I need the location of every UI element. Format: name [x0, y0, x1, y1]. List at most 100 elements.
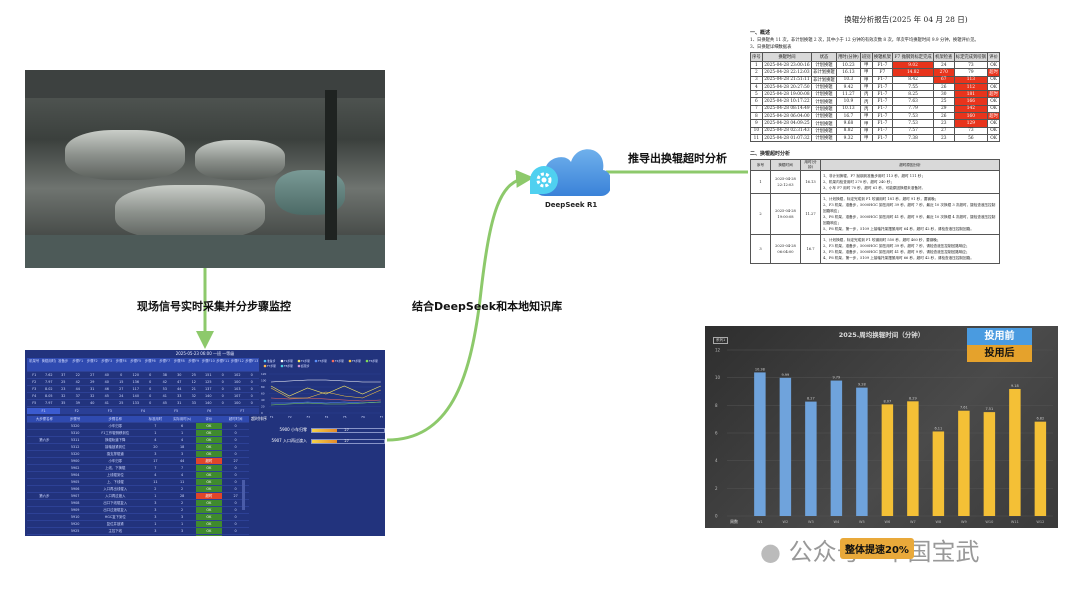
timeout-bar-fill [312, 428, 338, 432]
table-cell: 45 [157, 400, 172, 407]
tab-F7[interactable]: F7 [240, 409, 245, 413]
table-cell: 5311 [61, 437, 89, 444]
table-cell: 29 [933, 104, 955, 114]
table-cell: 31 [172, 400, 187, 407]
table-cell: 40 [85, 400, 100, 407]
tab-F4[interactable]: F4 [140, 409, 146, 413]
table-cell: 丙 [859, 97, 873, 106]
table-cell: 112 [953, 82, 989, 92]
data-label: 8.27 [807, 397, 815, 401]
bar [754, 372, 766, 516]
legend-label: F6步骤 [369, 359, 378, 363]
table-cell: 25 [114, 400, 129, 407]
table-cell: 换辊轨道下降 [88, 437, 142, 444]
table-cell: 3 [142, 500, 169, 507]
table-cell: 39 [70, 400, 85, 407]
table-cell: 160 [953, 112, 989, 121]
table-cell: 10.3 [835, 75, 861, 84]
table-cell: 7.63 [892, 97, 935, 106]
tab-F5[interactable]: F5 [174, 409, 179, 413]
x-tick: F5 [343, 415, 347, 418]
series-line [270, 379, 381, 383]
y-tick-label: 6 [715, 431, 718, 436]
column-header: 步骤F13 [244, 358, 259, 372]
table-cell: OK [195, 486, 223, 493]
frame-step-table: 机架号换辊用时(分)准备步步骤F1步骤F2步骤F3步骤F4步骤F5步骤F6步骤F… [27, 358, 259, 407]
table-cell: 53 [157, 386, 172, 393]
table-cell: 7.53 [892, 112, 935, 121]
data-label: 7.61 [960, 406, 968, 410]
table-cell: 15 [114, 379, 129, 386]
table-cell: 140 [128, 393, 143, 400]
table-cell: 11 [168, 479, 196, 486]
group-cell [27, 451, 62, 458]
table-cell: 0 [143, 379, 158, 386]
group-cell [27, 521, 62, 528]
table-cell: F5 [27, 400, 42, 407]
tab-F6[interactable]: F6 [207, 409, 212, 413]
speedup-badge: 整体提速20% [840, 538, 914, 559]
table-cell: OK [195, 535, 223, 536]
data-label: 8.07 [883, 399, 891, 403]
legend-dot [365, 359, 369, 363]
column-header: 步骤F12 [230, 358, 245, 372]
table-cell: OK [987, 97, 1000, 106]
table-cell: 18 [168, 444, 196, 451]
table-cell: 0 [215, 379, 230, 386]
legend-dot [297, 359, 301, 363]
table-cell: F1-7 [871, 60, 894, 70]
column-header: 实际用时(s) [168, 416, 196, 423]
table1-caption: 3、日换辊详细数据表 [750, 45, 792, 50]
mill-photo [25, 70, 385, 268]
table-cell: 26 [933, 82, 955, 92]
table-cell: 7.79 [892, 104, 935, 114]
x-tick-label: W6 [885, 520, 891, 524]
table-cell: 5909 [61, 507, 89, 514]
column-header: 步骤F6 [143, 358, 158, 372]
step2-label: 结合DeepSeek和本地知识库 [412, 300, 563, 313]
table-cell: 1 [142, 493, 169, 500]
table-cell: 17 [142, 458, 169, 465]
table-cell: 20 [142, 444, 169, 451]
table-cell: 出口下线辊复入 [88, 500, 142, 507]
table-cell: 11.27 [835, 90, 861, 99]
table-cell: 1 [750, 170, 771, 195]
table-cell: 5905 [61, 479, 89, 486]
table-cell: 166 [953, 97, 989, 106]
legend-label: F1步骤 [284, 359, 293, 363]
table-cell: 入口再出线辊入 [88, 486, 142, 493]
legend-label: 准备步 [267, 359, 276, 363]
scrollbar[interactable] [242, 480, 245, 510]
tab-F1[interactable]: F1 [27, 408, 61, 414]
table-cell: 25 [56, 379, 71, 386]
column-header: 换辊机架 [871, 52, 894, 62]
table-cell: OK [987, 133, 1000, 143]
table-cell: F7 [871, 68, 894, 77]
overview-text: 1、日换辊共 11 次，非计划换辊 2 次，其中小于 12 分钟的有效次数 8 … [750, 38, 979, 43]
tab-F2[interactable]: F2 [74, 409, 79, 413]
frame-tabs: F1 F2 F3 F4 F5 F6 F7 [27, 408, 259, 414]
data-label: 10.38 [755, 367, 765, 371]
y-tick: 20 [261, 405, 265, 409]
column-header: 状态 [811, 52, 837, 62]
legend-dot [263, 364, 267, 368]
ai-model-name: DeepSeek R1 [545, 201, 598, 209]
table-cell: 10 [750, 126, 763, 135]
tab-F3[interactable]: F3 [107, 409, 112, 413]
column-header: 评价 [987, 52, 1000, 62]
group-cell [27, 430, 62, 437]
table-cell: 9 [750, 119, 763, 128]
table-cell: 0 [215, 393, 230, 400]
y-tick: 60 [261, 392, 265, 396]
series-line [270, 385, 381, 397]
table-cell: 8.02 [41, 386, 56, 393]
timeout-value: 27 [344, 427, 349, 432]
table-cell: 142 [953, 104, 989, 114]
table-cell: OK [987, 119, 1000, 128]
group-cell [27, 458, 62, 465]
table-cell: 2025-04-28 19:00:08 [761, 90, 813, 99]
